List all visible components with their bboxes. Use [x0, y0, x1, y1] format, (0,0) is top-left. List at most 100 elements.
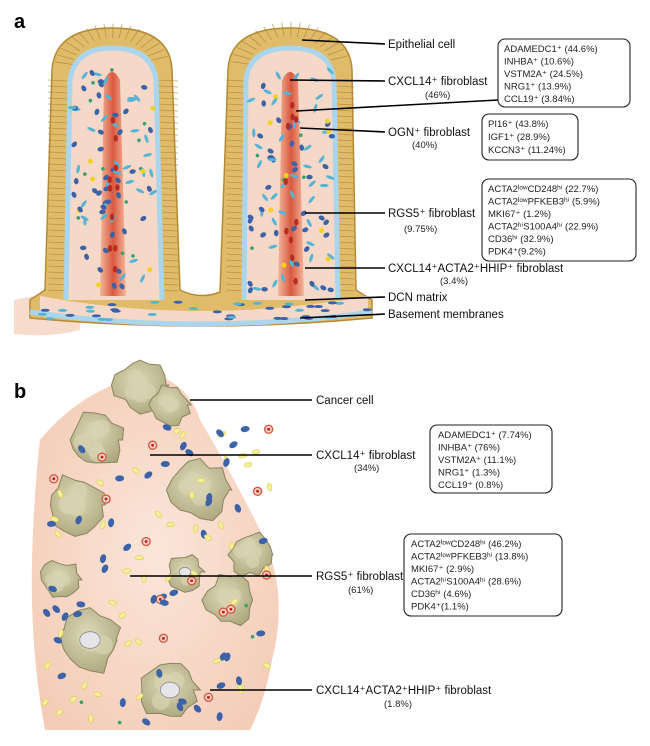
fibroblast-cell: [114, 160, 121, 168]
fibroblast-cell: [299, 144, 305, 151]
epithelium-stripe: [225, 115, 245, 118]
fibroblast-cell: [100, 114, 108, 122]
red-blood-cell: [107, 184, 113, 192]
fibroblast-cell: [362, 308, 372, 312]
fibroblast-cell: [104, 199, 112, 205]
fibroblast-cell: [123, 108, 129, 115]
epithelium-stripe: [225, 229, 245, 232]
fibroblast-cell: [281, 305, 291, 309]
fibroblast-cell: [89, 70, 95, 77]
fibroblast-cell: [53, 636, 63, 644]
fibroblast-cell: [50, 516, 59, 523]
fibroblast-cell: [76, 164, 80, 174]
fibroblast-cell: [104, 94, 113, 101]
epithelium-stripe: [157, 139, 179, 142]
epithelium-stripe: [225, 181, 245, 184]
fibroblast-cell: [99, 209, 106, 215]
fibroblast-cell: [41, 698, 49, 706]
fibroblast-cell: [144, 134, 149, 144]
fibroblast-cell: [96, 92, 102, 99]
panel-a-letter: a: [14, 11, 26, 33]
box-line: ACTA2ˡᵒʷCD248ʰⁱ (46.2%): [411, 539, 521, 550]
fibroblast-cell: [143, 153, 153, 157]
fibroblast-cell: [119, 283, 125, 290]
epithelium-stripe: [225, 97, 245, 100]
epithelium-stripe: [54, 61, 73, 65]
red-blood-cell: [113, 134, 118, 142]
vessel-lumen: [158, 597, 162, 601]
fibroblast-cell: [247, 280, 253, 287]
tumor-fibroblasts: [41, 424, 274, 726]
fibroblast-cell: [319, 183, 329, 188]
fibroblast-cell: [96, 479, 105, 487]
vessel-lumen: [161, 636, 165, 640]
fibroblast-cell: [58, 629, 64, 638]
fibroblast-cell: [262, 193, 269, 202]
fibroblast-cell: [135, 693, 144, 700]
fibroblast-cell: [196, 477, 206, 483]
fibroblast-cell: [265, 306, 275, 310]
box-frame: [481, 178, 637, 262]
box-line: CD36ʰⁱ (32.9%): [488, 234, 554, 245]
fibroblast-cell: [291, 161, 298, 167]
fibroblast-cell: [323, 219, 330, 226]
panel-b-box-rgs5: ACTA2ˡᵒʷCD248ʰⁱ (46.2%) ACTA2ˡᵒʷPFKEB3ʰⁱ…: [403, 533, 563, 617]
fibroblast-cell: [223, 458, 230, 467]
red-blood-cell: [113, 164, 119, 172]
vessel-lumen: [52, 477, 56, 481]
fibroblast-cell: [122, 165, 132, 170]
fibroblast-cell: [162, 424, 172, 431]
epithelium-stripe: [225, 199, 245, 202]
epithelium-stripe: [65, 41, 81, 52]
epithelium-stripe: [47, 211, 69, 214]
red-blood-cell: [285, 122, 291, 130]
box-line: ACTA2ʰⁱS100A4ʰⁱ (22.9%): [488, 222, 598, 233]
box-line: PDK4⁺(1.1%): [411, 602, 469, 613]
vessel-lumen: [100, 455, 104, 459]
fibroblast-cell: [119, 273, 126, 281]
epithelium-stripe: [147, 49, 165, 57]
fibroblast-cell: [318, 215, 325, 221]
cancer-cell: [69, 482, 88, 501]
fibroblast-cell: [46, 520, 56, 527]
fibroblast-cell: [282, 91, 292, 96]
fibroblast-cell: [325, 256, 331, 262]
epithelium-stripe: [157, 175, 179, 178]
fibroblast-cell: [217, 521, 224, 530]
epithelium-stripe: [225, 91, 245, 94]
cancer-cell: [167, 399, 180, 412]
epithelium-stripe: [118, 24, 123, 39]
vessel-lumen: [221, 610, 225, 614]
epithelium-striations: [47, 21, 355, 292]
fibroblast-cell: [75, 515, 82, 525]
fibroblast-cell: [84, 253, 89, 260]
fibroblast-cell: [295, 308, 305, 312]
epithelium-stripe: [225, 241, 245, 244]
fibroblast-cell: [44, 661, 51, 670]
fibroblast-cell: [136, 188, 145, 194]
gland-lumen: [79, 631, 101, 649]
fibroblast-cell: [144, 471, 153, 479]
fibroblast-cell: [147, 313, 157, 317]
epithelium-stripe: [47, 91, 69, 94]
epithelium-stripe: [335, 163, 355, 166]
epithelium-stripe: [225, 235, 245, 238]
fibroblast-cell: [298, 133, 303, 138]
fibroblast-cell: [328, 133, 336, 139]
box-line: ADAMEDC1⁺ (44.6%): [504, 44, 598, 55]
fibroblast-cell: [289, 258, 294, 268]
fibroblast-cell: [268, 207, 274, 213]
fibroblast-cell: [159, 599, 169, 606]
epithelium-stripe: [130, 28, 140, 42]
fibroblast-cell: [147, 267, 153, 273]
fibroblast-cell: [77, 206, 83, 213]
fibroblast-cell: [172, 427, 181, 435]
epithelium-stripe: [225, 109, 245, 112]
fibroblast-cell: [255, 153, 260, 158]
epithelium-stripe: [225, 271, 245, 274]
box-line: PI16⁺ (43.8%): [488, 119, 548, 130]
epithelium-stripe: [272, 23, 279, 39]
epithelium-stripe: [225, 127, 245, 130]
fibroblast-cell: [166, 522, 175, 528]
fibroblast-cell: [150, 594, 157, 604]
